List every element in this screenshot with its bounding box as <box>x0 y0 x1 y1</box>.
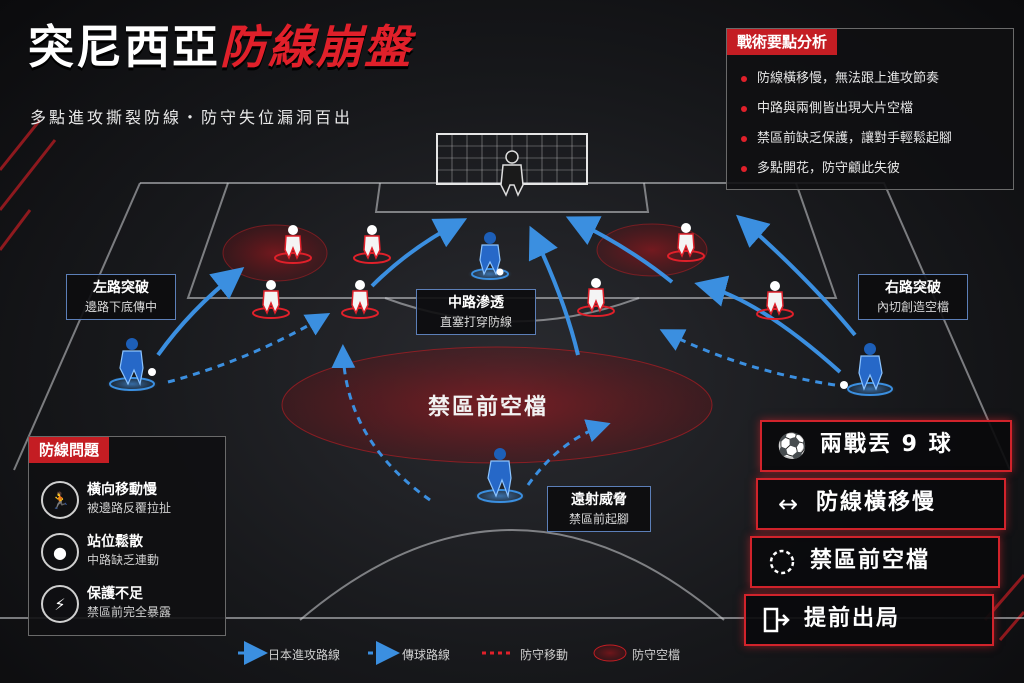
defender <box>667 223 705 262</box>
defender <box>341 280 379 319</box>
issue-item: ⚡ 保護不足 禁區前完全暴露 <box>41 581 231 625</box>
badge-box-gap: 禁區前空檔 <box>750 536 1000 588</box>
legend-marks <box>238 641 627 665</box>
issue-title: 橫向移動慢 <box>87 482 157 498</box>
defender <box>577 278 615 317</box>
soccer-ball-icon: ⚽ <box>777 432 807 460</box>
tactics-list: 防線橫移慢，無法跟上進攻節奏 中路與兩側皆出現大片空檔 禁區前缺乏保護，讓對手輕… <box>741 69 952 189</box>
label-sub: 直塞打穿防線 <box>439 315 512 329</box>
attacker-center <box>468 232 512 281</box>
label-right-break: 右路突破 內切創造空檔 <box>858 274 968 320</box>
tactics-item: 禁區前缺乏保護，讓對手輕鬆起腳 <box>741 129 952 159</box>
badge-text: 提前出局 <box>804 606 901 631</box>
legend-gap: 防守空檔 <box>632 648 681 662</box>
label-sub: 禁區前起腳 <box>568 512 629 526</box>
attacker-left-wing <box>106 338 158 392</box>
zone-label: 禁區前空檔 <box>428 395 549 420</box>
badge-text: 兩戰丟 9 球 <box>820 432 953 457</box>
dashed-circle-icon <box>766 546 798 578</box>
subtitle: 多點進攻撕裂防線・防守失位漏洞百出 <box>30 108 354 127</box>
attack-routes <box>156 214 857 374</box>
badge-eliminated: 提前出局 <box>744 594 994 646</box>
title-red: 防線崩盤 <box>220 20 412 74</box>
issues-panel: 防線問題 🏃 橫向移動慢 被邊路反覆拉扯 ● 站位鬆散 中路缺乏連動 ⚡ 保護不… <box>28 436 226 636</box>
defender <box>274 225 312 264</box>
badge-text: 防線橫移慢 <box>816 490 937 515</box>
pass-routes <box>167 312 836 502</box>
badge-slow-shift: ↔ 防線橫移慢 <box>756 478 1006 530</box>
running-icon: 🏃 <box>41 481 79 519</box>
defender <box>756 281 794 320</box>
label-title: 右路突破 <box>885 280 941 296</box>
badge-goals-conceded: ⚽ 兩戰丟 9 球 <box>760 420 1012 472</box>
label-sub: 內切創造空檔 <box>876 300 949 314</box>
issue-item: ● 站位鬆散 中路缺乏連動 <box>41 529 231 573</box>
label-title: 中路滲透 <box>448 295 504 311</box>
issue-title: 保護不足 <box>87 586 143 602</box>
issue-sub: 被邊路反覆拉扯 <box>87 501 172 515</box>
broken-shield-icon: ⚡ <box>41 585 79 623</box>
attackers <box>106 232 896 504</box>
label-sub: 邊路下底傳中 <box>84 300 157 314</box>
attacker-right-wing <box>840 343 896 397</box>
defender <box>353 225 391 264</box>
attacker-shooter <box>474 448 526 504</box>
legend-pass: 傳球路線 <box>402 648 451 662</box>
page-title: 突尼西亞防線崩盤 <box>28 20 412 74</box>
head-icon: ● <box>41 533 79 571</box>
tactics-panel: 戰術要點分析 防線橫移慢，無法跟上進攻節奏 中路與兩側皆出現大片空檔 禁區前缺乏… <box>726 28 1014 190</box>
defender <box>252 280 290 319</box>
issue-sub: 中路缺乏連動 <box>87 553 160 567</box>
issue-item: 🏃 橫向移動慢 被邊路反覆拉扯 <box>41 477 231 521</box>
label-title: 遠射威脅 <box>571 492 627 508</box>
label-long-shot: 遠射威脅 禁區前起腳 <box>547 486 651 532</box>
tactics-item: 多點開花，防守顧此失彼 <box>741 159 952 189</box>
goalkeeper <box>500 150 524 197</box>
defenders <box>252 223 794 320</box>
exit-door-icon <box>760 604 792 636</box>
label-center-penetration: 中路滲透 直塞打穿防線 <box>416 289 536 335</box>
label-left-break: 左路突破 邊路下底傳中 <box>66 274 176 320</box>
label-title: 左路突破 <box>93 280 149 296</box>
issue-title: 站位鬆散 <box>87 534 143 550</box>
legend-defend: 防守移動 <box>520 648 569 662</box>
tactics-heading: 戰術要點分析 <box>727 29 838 55</box>
issue-sub: 禁區前完全暴露 <box>87 605 172 619</box>
title-white: 突尼西亞 <box>28 20 220 74</box>
tactics-item: 防線橫移慢，無法跟上進攻節奏 <box>741 69 952 99</box>
issues-heading: 防線問題 <box>29 437 110 463</box>
badge-text: 禁區前空檔 <box>810 548 931 573</box>
tactics-item: 中路與兩側皆出現大片空檔 <box>741 99 952 129</box>
double-arrow-icon: ↔ <box>777 490 799 518</box>
legend-attack: 日本進攻路線 <box>268 648 341 662</box>
